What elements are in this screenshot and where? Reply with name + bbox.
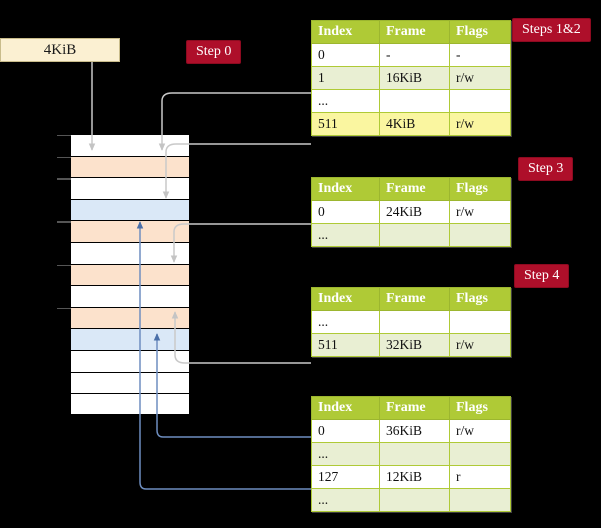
table-row: 0--	[311, 43, 511, 67]
table-cell-frame	[379, 488, 450, 512]
memory-frame-row	[70, 371, 190, 394]
badge-step-3: Step 3	[519, 158, 573, 180]
table-cell-flags: r/w	[449, 333, 511, 357]
table-cell-flags	[449, 223, 511, 247]
table-cell-index: ...	[311, 310, 380, 334]
table-row: ...	[311, 310, 511, 334]
memory-frame-row	[70, 198, 190, 221]
memory-frame-row	[57, 177, 190, 199]
source-frame-box: 4KiB	[0, 38, 120, 62]
memory-row-tick	[57, 178, 71, 180]
badge-step-0: Step 0	[187, 41, 241, 63]
column-header-flags: Flags	[449, 396, 511, 420]
table-cell-flags: r/w	[449, 200, 511, 224]
table-row: ...	[311, 89, 511, 113]
memory-row-tick	[57, 221, 71, 223]
table-cell-frame: 12KiB	[379, 465, 450, 489]
memory-frame-row	[57, 220, 190, 242]
table-cell-index: ...	[311, 223, 380, 247]
table-cell-index: 127	[311, 465, 380, 489]
memory-frame-row	[70, 285, 190, 307]
table-cell-frame	[379, 442, 450, 466]
column-header-index: Index	[311, 396, 380, 420]
memory-frame-row	[57, 134, 190, 156]
table-cell-index: 0	[311, 419, 380, 443]
table-cell-index: 0	[311, 43, 380, 67]
table-cell-index: 511	[311, 333, 380, 357]
table-cell-flags	[449, 310, 511, 334]
memory-frame-column	[57, 134, 190, 415]
badge-steps-1-and-2: Steps 1&2	[513, 19, 590, 41]
table-row: ...	[311, 442, 511, 466]
memory-frame-row	[70, 328, 190, 350]
table-cell-frame	[379, 223, 450, 247]
table-cell-index: ...	[311, 488, 380, 512]
table-cell-index: ...	[311, 89, 380, 113]
memory-frame-row	[57, 306, 190, 329]
table-cell-flags	[449, 89, 511, 113]
table-cell-index: ...	[311, 442, 380, 466]
table-cell-frame	[379, 310, 450, 334]
table-cell-frame: 4KiB	[379, 112, 450, 136]
table-cell-frame	[379, 89, 450, 113]
column-header-flags: Flags	[449, 20, 511, 44]
memory-row-tick	[57, 135, 71, 137]
memory-frame-row	[70, 350, 190, 372]
table-cell-flags: -	[449, 43, 511, 67]
column-header-flags: Flags	[449, 177, 511, 201]
table-cell-frame: 24KiB	[379, 200, 450, 224]
table-row: ...	[311, 488, 511, 512]
table-cell-frame: 32KiB	[379, 333, 450, 357]
table-cell-flags: r/w	[449, 419, 511, 443]
table-cell-flags: r/w	[449, 112, 511, 136]
column-header-frame: Frame	[379, 396, 450, 420]
column-header-index: Index	[311, 287, 380, 311]
memory-frame-row	[70, 242, 190, 264]
column-header-frame: Frame	[379, 287, 450, 311]
table-cell-index: 1	[311, 66, 380, 90]
table-cell-flags	[449, 488, 511, 512]
memory-row-tick	[57, 156, 71, 158]
table-cell-flags	[449, 442, 511, 466]
column-header-flags: Flags	[449, 287, 511, 311]
memory-row-tick	[57, 264, 71, 266]
table-cell-frame: 16KiB	[379, 66, 450, 90]
column-header-index: Index	[311, 177, 380, 201]
memory-frame-row	[70, 393, 190, 415]
badge-step-4: Step 4	[515, 265, 569, 287]
memory-frame-row	[57, 155, 190, 178]
table-cell-frame: -	[379, 43, 450, 67]
memory-frame-row	[57, 263, 190, 286]
memory-row-tick	[57, 307, 71, 310]
table-cell-flags: r/w	[449, 66, 511, 90]
table-cell-index: 511	[311, 112, 380, 136]
column-header-index: Index	[311, 20, 380, 44]
column-header-frame: Frame	[379, 177, 450, 201]
table-cell-index: 0	[311, 200, 380, 224]
table-row: ...	[311, 223, 511, 247]
column-header-frame: Frame	[379, 20, 450, 44]
table-cell-frame: 36KiB	[379, 419, 450, 443]
table-cell-flags: r	[449, 465, 511, 489]
